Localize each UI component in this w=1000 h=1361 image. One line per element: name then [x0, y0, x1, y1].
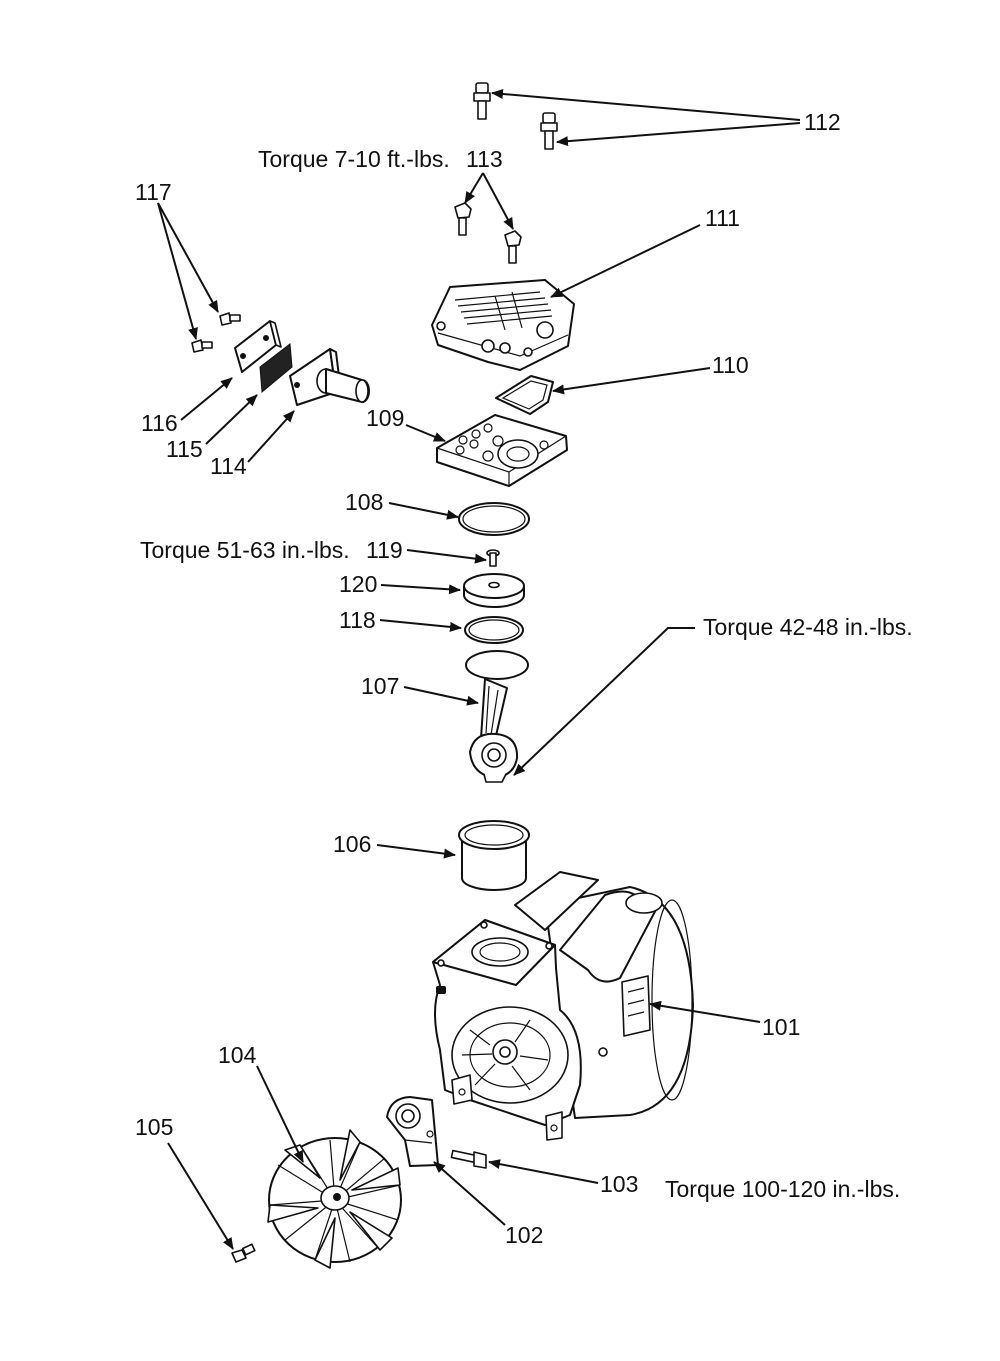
torque-notes: Torque 7-10 ft.-lbs. Torque 51-63 in.-lb… — [140, 146, 913, 1202]
part-102-counterweight — [386, 1096, 439, 1167]
label-119: 119 — [366, 537, 403, 563]
part-108-o-ring — [458, 502, 530, 536]
label-101: 101 — [762, 1014, 800, 1040]
part-118-piston-ring — [464, 616, 524, 644]
part-112-stud-a — [473, 82, 491, 120]
part-119-screw — [486, 549, 500, 567]
label-113: 113 — [466, 146, 503, 172]
label-107: 107 — [361, 673, 399, 699]
label-104: 104 — [218, 1042, 257, 1068]
torque-note-119: Torque 51-63 in.-lbs. — [140, 537, 350, 563]
label-106: 106 — [333, 831, 371, 857]
label-118: 118 — [339, 607, 376, 633]
part-106-cylinder-sleeve — [458, 820, 530, 891]
torque-note-113: Torque 7-10 ft.-lbs. — [258, 146, 450, 172]
leader-lines — [157, 88, 801, 1250]
label-115: 115 — [166, 436, 203, 462]
label-110: 110 — [712, 352, 749, 378]
part-112-stud-b — [540, 112, 558, 150]
part-105-screw — [231, 1243, 256, 1263]
part-114-filter-housing — [289, 348, 370, 406]
part-101-motor-crankcase — [432, 871, 694, 1141]
label-105: 105 — [135, 1114, 173, 1140]
label-117: 117 — [135, 179, 172, 205]
part-107-connecting-rod — [465, 650, 529, 783]
label-116: 116 — [141, 410, 178, 436]
label-120: 120 — [339, 571, 377, 597]
part-120-retainer — [463, 573, 525, 608]
label-114: 114 — [210, 453, 247, 479]
part-109-valve-plate — [436, 414, 568, 487]
part-113-bolt-a — [454, 202, 472, 236]
torque-note-107: Torque 42-48 in.-lbs. — [703, 614, 913, 640]
part-113-bolt-b — [504, 230, 522, 264]
part-labels: 112 113 111 117 110 116 115 114 109 108 … — [135, 109, 841, 1248]
label-112: 112 — [804, 109, 841, 135]
label-109: 109 — [366, 405, 404, 431]
torque-note-103: Torque 100-120 in.-lbs. — [665, 1176, 900, 1202]
label-108: 108 — [345, 489, 383, 515]
label-111: 111 — [705, 205, 740, 231]
part-117-screw-a — [191, 339, 213, 353]
part-116-filter-cover — [234, 320, 282, 373]
part-117-screw-b — [219, 312, 241, 326]
part-104-fan — [267, 1129, 402, 1269]
part-103-bolt — [450, 1149, 487, 1169]
part-110-gasket — [495, 375, 554, 415]
part-111-cylinder-head — [431, 279, 575, 371]
part-115-filter-element — [259, 343, 293, 394]
label-103: 103 — [600, 1171, 638, 1197]
label-102: 102 — [505, 1222, 543, 1248]
